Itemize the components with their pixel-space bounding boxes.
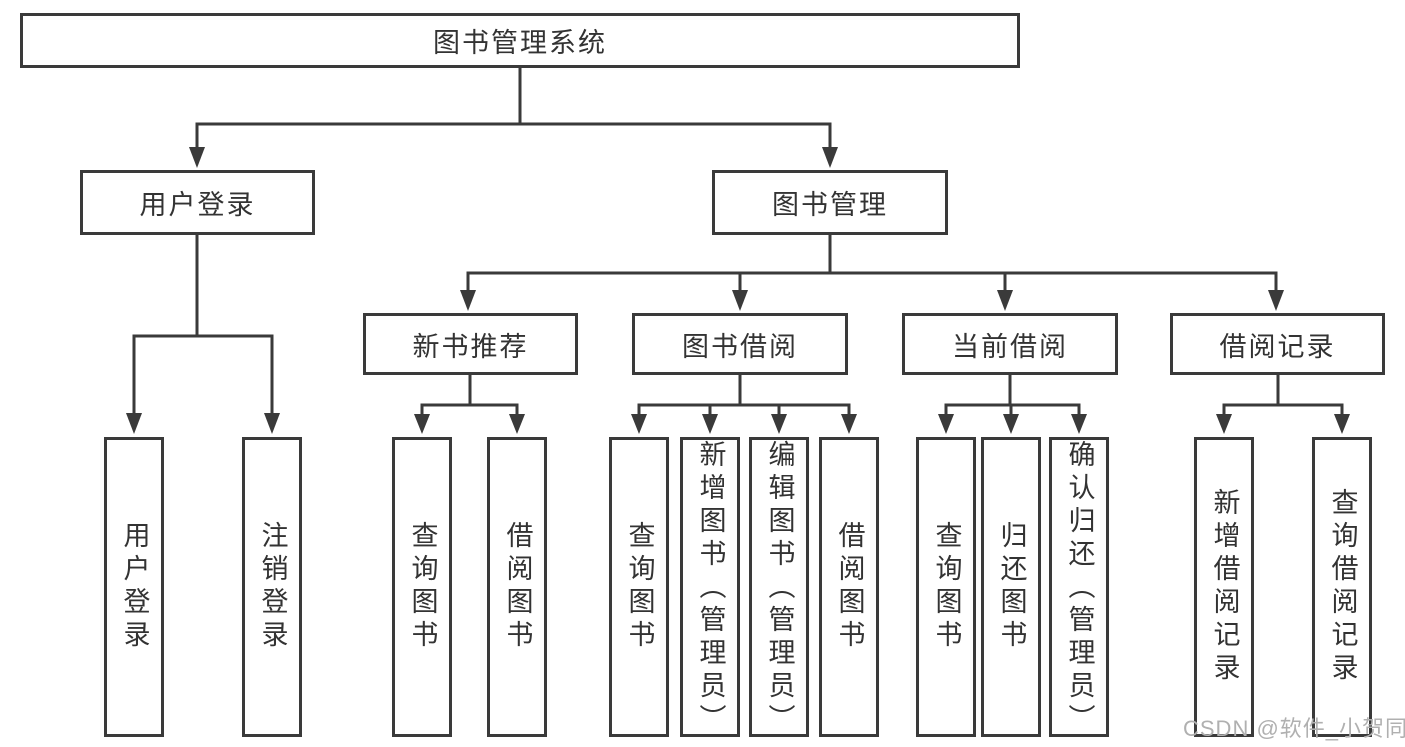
node-label: 图书借阅 [682, 331, 798, 362]
csdn-watermark: CSDN @软件_小贺同学 [1183, 716, 1405, 741]
node-book-borrowing: 图书借阅 [632, 313, 848, 375]
leaf-add-borrow-record: 新增借阅记录 [1194, 437, 1254, 737]
node-label: 图书管理 [772, 190, 888, 220]
leaf-label: 查询借阅记录 [1327, 488, 1358, 686]
leaf-query-borrow-record: 查询借阅记录 [1312, 437, 1372, 737]
leaf-label: 编辑图书（管理员） [764, 440, 795, 737]
node-label: 当前借阅 [952, 331, 1068, 362]
leaf-label: 借阅图书 [834, 521, 865, 653]
node-label: 图书管理系统 [433, 28, 607, 58]
leaf-query-books: 查询图书 [392, 437, 452, 737]
leaf-label: 注销登录 [257, 521, 288, 653]
connector-borrowing-to-leaves [631, 375, 857, 434]
leaf-label: 查询图书 [931, 521, 962, 653]
connector-newbooks-to-leaves [414, 375, 525, 434]
node-label: 用户登录 [139, 190, 256, 220]
leaf-label: 查询图书 [407, 521, 438, 653]
leaf-label: 归还图书 [996, 521, 1027, 653]
connector-current-to-leaves [938, 375, 1087, 434]
leaf-label: 借阅图书 [502, 521, 533, 653]
connector-records-to-leaves [1216, 375, 1350, 434]
leaf-query-books-2: 查询图书 [609, 437, 669, 737]
leaf-borrow-books-2: 借阅图书 [819, 437, 879, 737]
node-label: 新书推荐 [412, 331, 529, 362]
node-new-book-recommendation: 新书推荐 [363, 313, 578, 375]
node-book-management: 图书管理 [712, 170, 948, 235]
leaf-query-books-3: 查询图书 [916, 437, 976, 737]
connector-root-to-level2 [189, 68, 838, 168]
leaf-borrow-books: 借阅图书 [487, 437, 547, 737]
node-user-login: 用户登录 [80, 170, 315, 235]
node-library-management-system: 图书管理系统 [20, 13, 1020, 68]
leaf-label: 新增借阅记录 [1209, 488, 1240, 686]
node-borrowing-records: 借阅记录 [1170, 313, 1385, 375]
leaf-logout: 注销登录 [242, 437, 302, 737]
connector-bookmgmt-to-level3 [460, 235, 1284, 311]
leaf-return-books: 归还图书 [981, 437, 1041, 737]
leaf-label: 新增图书（管理员） [695, 440, 726, 737]
leaf-add-books-admin: 新增图书（管理员） [680, 437, 740, 737]
leaf-label: 查询图书 [624, 521, 655, 653]
leaf-edit-books-admin: 编辑图书（管理员） [749, 437, 809, 737]
node-current-borrowing: 当前借阅 [902, 313, 1118, 375]
leaf-user-login: 用户登录 [104, 437, 164, 737]
leaf-label: 确认归还（管理员） [1064, 440, 1095, 737]
node-label: 借阅记录 [1219, 331, 1336, 362]
leaf-label: 用户登录 [119, 521, 150, 653]
connector-userlogin-to-leaves [126, 235, 280, 434]
leaf-confirm-return-admin: 确认归还（管理员） [1049, 437, 1109, 737]
